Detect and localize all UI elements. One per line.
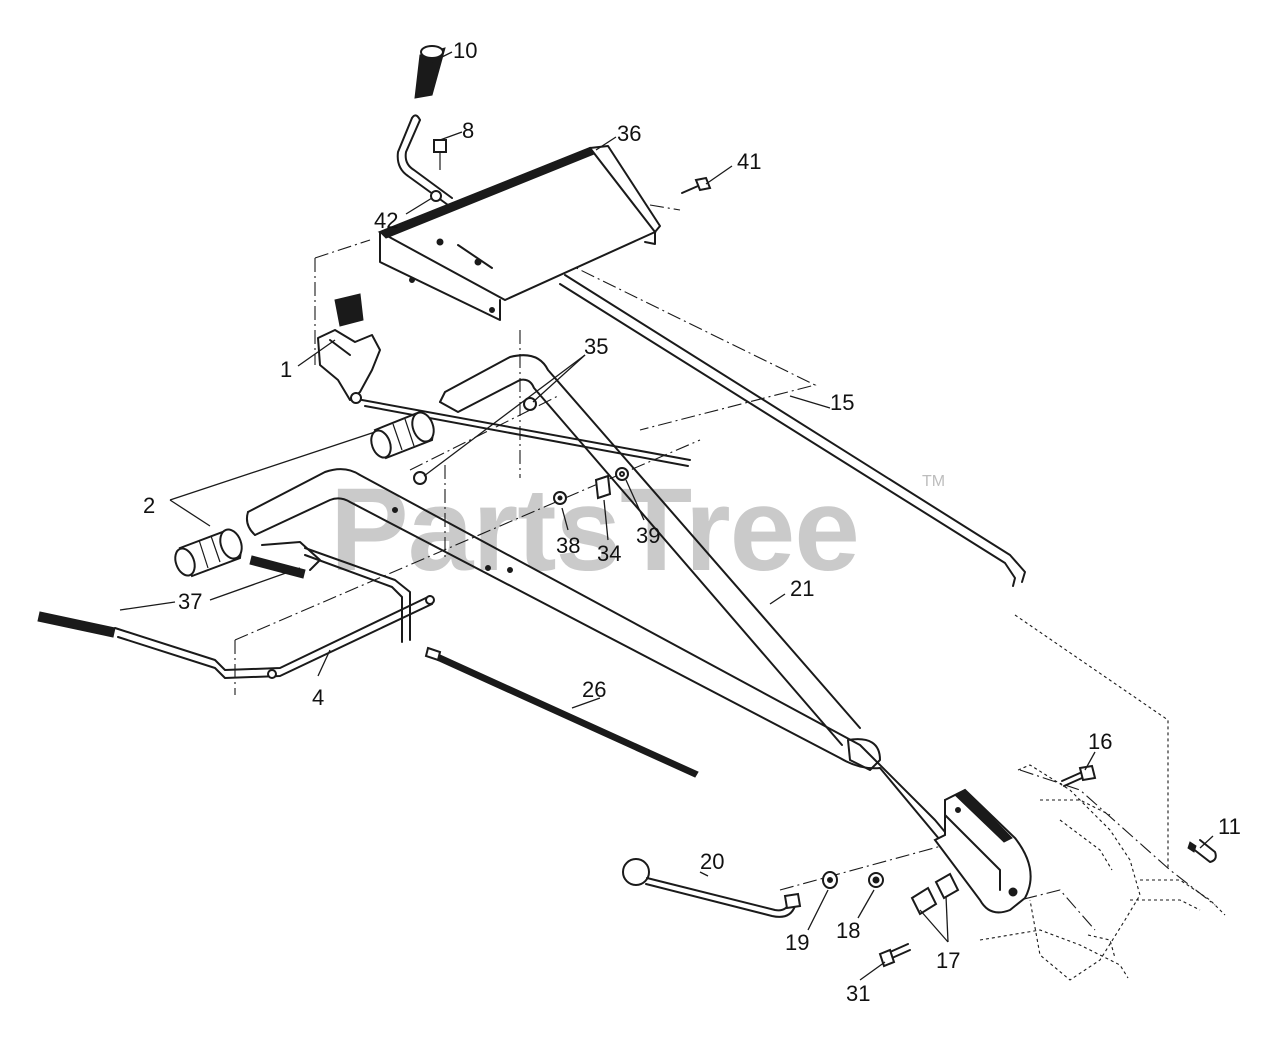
part-41-bolt — [681, 176, 712, 194]
callout-8: 8 — [462, 118, 474, 143]
part-36-console-panel — [377, 145, 661, 321]
part-34-clip — [594, 474, 612, 500]
callout-37: 37 — [178, 589, 202, 614]
callout-1: 1 — [280, 357, 292, 382]
part-1-control-bracket — [317, 293, 381, 404]
part-19-washer — [822, 871, 838, 889]
part-2-grip-tube-lower — [174, 528, 243, 578]
part-10-handle-grip — [414, 45, 446, 99]
callout-4: 4 — [312, 685, 324, 710]
callout-20: 20 — [700, 849, 724, 874]
part-26-rod — [424, 646, 699, 778]
callout-26: 26 — [582, 677, 606, 702]
callout-16: 16 — [1088, 729, 1112, 754]
callout-18: 18 — [836, 918, 860, 943]
callout-15: 15 — [830, 390, 854, 415]
part-39-washer — [615, 467, 629, 481]
callout-34: 34 — [597, 541, 621, 566]
callout-38: 38 — [556, 533, 580, 558]
part-37-grip — [37, 555, 306, 638]
part-21-handle-frame — [245, 468, 961, 851]
part-2-grip-tube-upper — [370, 410, 435, 460]
callout-36: 36 — [617, 121, 641, 146]
callout-10: 10 — [453, 38, 477, 63]
part-17-pad — [910, 872, 960, 916]
part-16-bolt — [1061, 764, 1097, 787]
leader-lines — [119, 51, 1214, 981]
callout-11: 11 — [1218, 814, 1241, 839]
callout-19: 19 — [785, 930, 809, 955]
part-18-nut — [868, 872, 884, 888]
callout-42: 42 — [374, 208, 398, 233]
watermark-trademark: TM — [922, 473, 945, 490]
upper-handle-bar — [439, 354, 861, 746]
callout-39: 39 — [636, 523, 660, 548]
transmission-housing-outline — [979, 764, 1226, 981]
part-38-nut — [553, 491, 567, 505]
callout-31: 31 — [846, 981, 870, 1006]
callout-2: 2 — [143, 493, 155, 518]
callout-21: 21 — [790, 576, 814, 601]
part-8-bolt — [433, 139, 447, 170]
callout-35: 35 — [584, 334, 608, 359]
callout-17: 17 — [936, 948, 960, 973]
part-15-shift-rod — [559, 274, 1026, 587]
part-4-lever-rod — [114, 541, 435, 679]
handle-mounting-bracket — [933, 788, 1032, 914]
shift-lever-rod — [396, 114, 463, 211]
part-42-washer — [430, 190, 442, 202]
watermark: PartsTree TM — [330, 464, 945, 596]
watermark-text: PartsTree — [330, 464, 859, 596]
part-11-hairpin — [1187, 839, 1217, 863]
part-31-bolt — [878, 943, 911, 968]
callout-41: 41 — [737, 149, 761, 174]
assembly-reference-lines — [234, 204, 1216, 931]
part-20-shift-lever — [622, 858, 802, 918]
part-35-nut — [413, 397, 537, 485]
callout-labels: 10 8 42 36 41 1 35 15 2 37 4 26 21 38 34… — [143, 38, 1241, 1006]
